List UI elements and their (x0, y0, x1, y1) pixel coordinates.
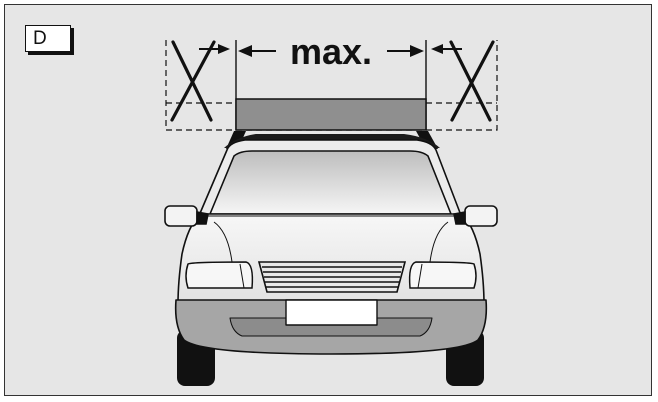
cross-mark-right (449, 40, 495, 122)
max-width-arrows (199, 44, 462, 57)
car-front (174, 139, 488, 355)
headlights (185, 261, 477, 289)
side-mirrors (164, 205, 498, 227)
max-width-label: max. (290, 31, 372, 72)
cross-mark-left (170, 40, 216, 122)
roof-load (235, 98, 427, 131)
figure-label-box: D (25, 25, 71, 52)
grille (257, 261, 407, 293)
